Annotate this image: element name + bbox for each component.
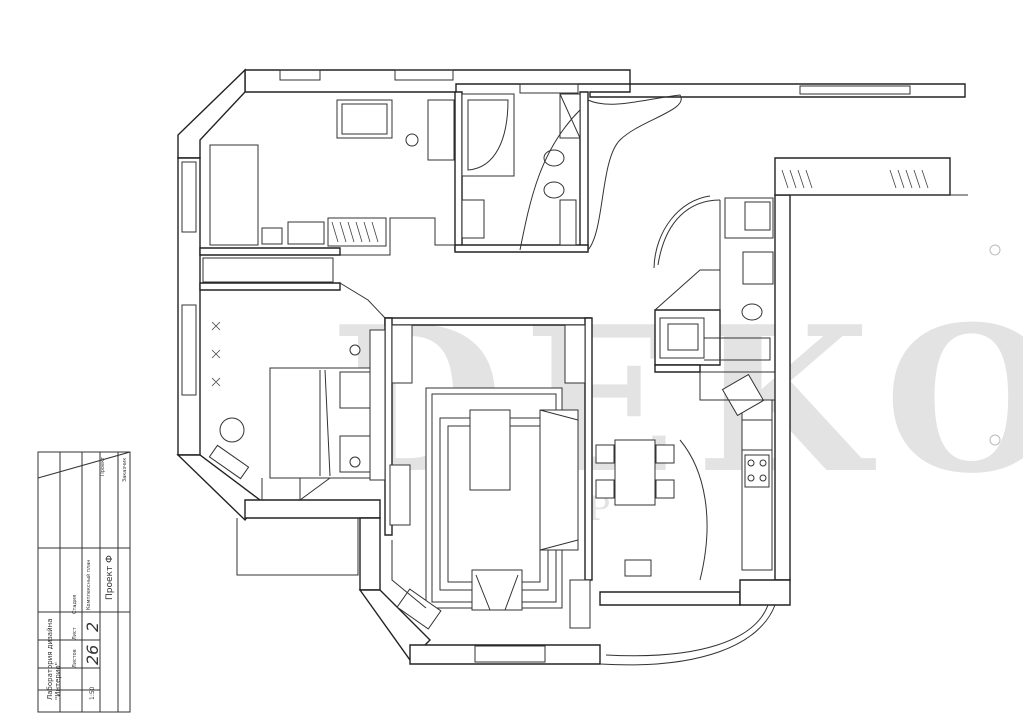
cabinet-left <box>391 324 413 384</box>
kitchen-dining <box>595 371 776 581</box>
bedroom-2 <box>208 321 386 501</box>
scale-value: 1:50 <box>89 686 96 700</box>
drawing-title: Комплексный план <box>85 559 92 610</box>
project-label: Проект <box>100 457 106 476</box>
round-table <box>219 417 245 443</box>
lamp <box>405 133 419 147</box>
bidet <box>543 181 565 199</box>
title-block: Лаборатория дизайна "Интерио" 1:50 Листо… <box>37 451 131 713</box>
living-room <box>389 324 591 630</box>
toilet <box>543 149 565 167</box>
sheets-label: Листов <box>72 649 78 668</box>
toilet-2 <box>741 303 763 321</box>
bathroom-1 <box>461 93 682 251</box>
sheet-number: 2 <box>83 622 102 632</box>
customer-label: Заказчик <box>122 458 128 482</box>
sofa <box>539 409 579 551</box>
org-name-line1: Лаборатория дизайна <box>46 619 54 701</box>
bathtub <box>461 93 515 177</box>
sheet-label: Лист <box>72 627 78 640</box>
coffee-table <box>469 409 511 491</box>
stove <box>744 454 770 488</box>
punch-hole-top <box>989 244 1001 256</box>
armchair <box>471 569 523 611</box>
sheets-total: 26 <box>83 645 102 665</box>
drawing-title-big: Проект Ф <box>105 555 115 600</box>
desk <box>209 144 259 246</box>
outer-walls <box>176 68 968 666</box>
dining-table <box>614 439 656 506</box>
stage-label: Стадия <box>72 595 78 614</box>
punch-hole-bottom <box>989 434 1001 446</box>
bathroom-2 <box>653 169 929 361</box>
bedroom-1 <box>202 99 455 283</box>
org-name-line2: "Интерио" <box>54 662 62 700</box>
